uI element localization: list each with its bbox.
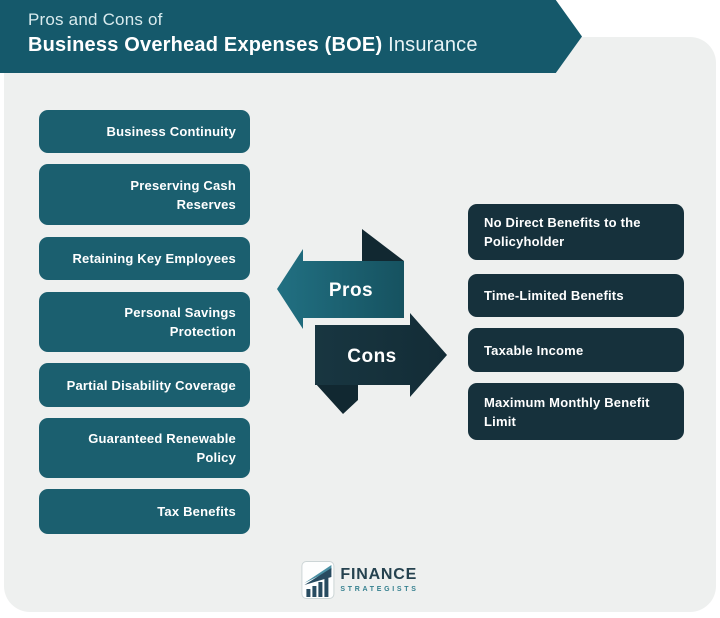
pros-item-guaranteed-renewable-policy: Guaranteed Renewable Policy (39, 418, 250, 478)
page-title-line1: Pros and Cons of (28, 10, 163, 29)
pros-arrow (277, 249, 404, 329)
brand-chart-icon (301, 561, 335, 599)
brand-subtitle: STRATEGISTS (340, 586, 419, 593)
pros-item-business-continuity: Business Continuity (39, 110, 250, 153)
pros-item-personal-savings-protection: Personal Savings Protection (39, 292, 250, 352)
cons-item-taxable-income: Taxable Income (468, 328, 684, 372)
bar-chart-swoosh-icon (304, 565, 332, 597)
cons-item-no-direct-benefits: No Direct Benefits to the Policyholder (468, 204, 684, 260)
brand-name: FINANCE (340, 566, 418, 583)
page-title-bold: Business Overhead Expenses (BOE) (28, 34, 383, 56)
pros-item-preserving-cash-reserves: Preserving Cash Reserves (39, 164, 250, 225)
page-title-line2: Business Overhead Expenses (BOE) Insuran… (28, 34, 582, 57)
pros-item-tax-benefits: Tax Benefits (39, 489, 250, 534)
pros-arrow-label: Pros (329, 280, 373, 301)
pros-item-retaining-key-employees: Retaining Key Employees (39, 237, 250, 280)
header-banner: Pros and Cons of Business Overhead Expen… (0, 0, 582, 73)
cons-item-time-limited-benefits: Time-Limited Benefits (468, 274, 684, 317)
cons-arrow-label: Cons (347, 346, 397, 367)
cons-arrow (315, 313, 447, 397)
pros-item-partial-disability-coverage: Partial Disability Coverage (39, 363, 250, 407)
cons-ribbon-fold-top (362, 229, 404, 261)
pros-cons-arrows-graphic: Pros Cons (277, 229, 447, 414)
pros-ribbon-fold-bottom (315, 383, 358, 414)
page-title-regular: Insurance (382, 34, 478, 56)
cons-item-maximum-monthly-benefit: Maximum Monthly Benefit Limit (468, 383, 684, 440)
brand-text: FINANCE STRATEGISTS (340, 566, 418, 594)
brand-logo: FINANCE STRATEGISTS (301, 561, 418, 599)
